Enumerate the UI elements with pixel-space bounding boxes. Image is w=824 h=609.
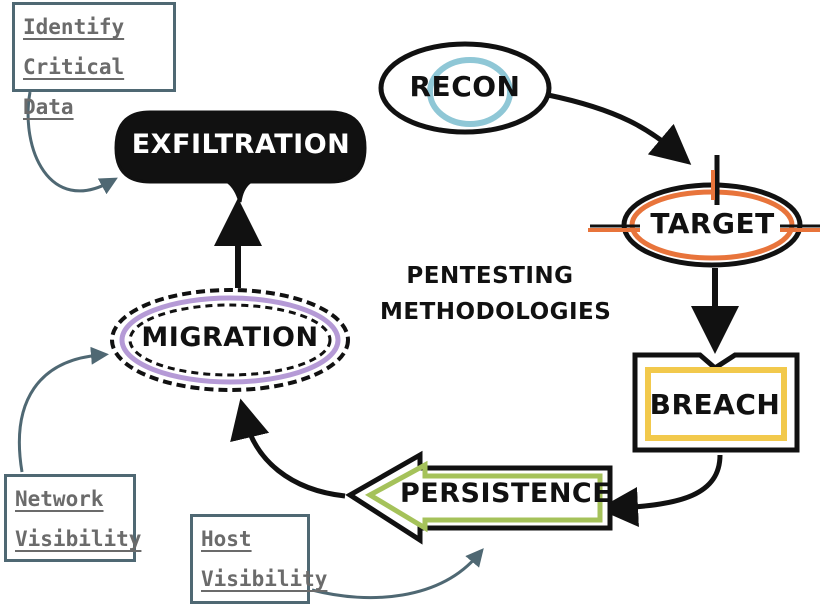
- diagram-title: PENTESTING METHODOLOGIES: [380, 258, 612, 330]
- arrow-persistence-to-migration: [230, 398, 346, 499]
- persistence-node-shape: [345, 450, 613, 545]
- connector-network: [17, 346, 109, 473]
- exfiltration-label: EXFILTRATION: [131, 129, 351, 160]
- persistence-label: PERSISTENCE: [400, 478, 612, 509]
- exfiltration-node-shape: [114, 110, 367, 203]
- title-line-2: METHODOLOGIES: [380, 299, 612, 325]
- target-node-shape: [588, 155, 820, 268]
- arrow-recon-to-target: [547, 92, 692, 165]
- note-line: Host: [201, 527, 252, 551]
- migration-label: MIGRATION: [141, 322, 319, 353]
- breach-label: BREACH: [649, 388, 781, 421]
- note-line: Visibility: [201, 567, 328, 591]
- note-line: Network: [15, 487, 104, 511]
- note-host-visibility: Host Visibility: [190, 514, 328, 604]
- breach-node-shape: [632, 352, 800, 453]
- title-line-1: PENTESTING: [406, 263, 574, 289]
- recon-label: RECON: [409, 70, 521, 103]
- note-identify-critical-data: Identify Critical Data: [12, 2, 176, 119]
- note-network-visibility: Network Visibility: [4, 474, 142, 562]
- arrow-breach-to-persistence: [598, 454, 723, 528]
- migration-node-shape: [110, 288, 350, 392]
- recon-node-shape: [378, 41, 552, 135]
- target-label: TARGET: [650, 207, 775, 240]
- connector-host: [311, 548, 484, 600]
- note-line: Visibility: [15, 527, 142, 551]
- connector-critical-data: [26, 91, 118, 195]
- note-line: Critical Data: [23, 55, 125, 119]
- note-line: Identify: [23, 15, 125, 39]
